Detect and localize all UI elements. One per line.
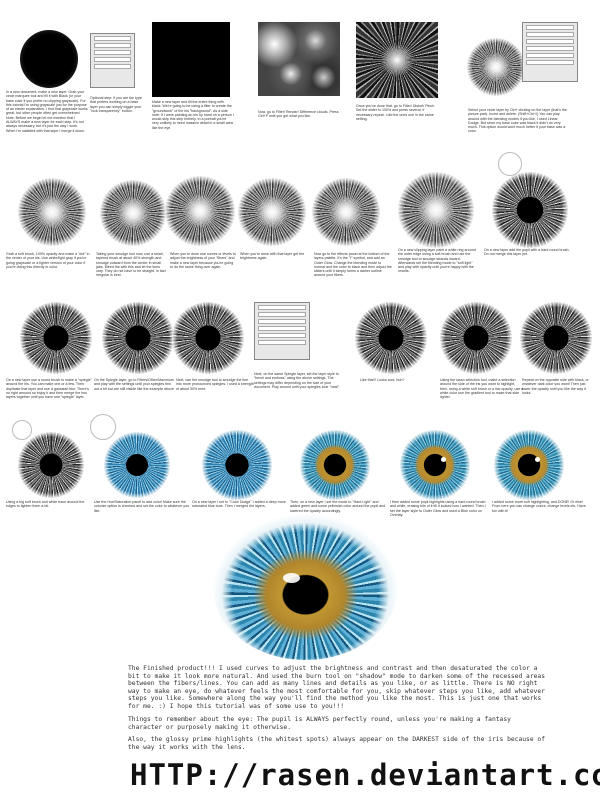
step-11-image <box>312 178 380 246</box>
step-18-image <box>355 302 427 374</box>
step-13-text: On a new layer add the pupil with a hard… <box>484 248 570 257</box>
step-24-image <box>300 430 370 500</box>
step-18-text: Like this!!! Looks cool, huh? <box>360 378 405 382</box>
step-12-image <box>398 172 474 248</box>
step-16-text: Next, use the smudge tool to smudge the … <box>176 378 254 391</box>
step-12-text: On a new clipping layer paint a white ri… <box>398 248 476 274</box>
step-7-image <box>18 178 86 246</box>
step-7-text: Grab a soft brush, 100% opacity and make… <box>6 252 90 269</box>
step-26-text: I added some more soft highlighting, and… <box>492 500 586 513</box>
step-5-text: Once you've done that, go to Filter/ Dis… <box>356 104 436 121</box>
step-20-text: Repeat on the opposite side with black, … <box>522 378 589 395</box>
step-15-text: On the Spiegle layer, go to Filters/Othe… <box>94 378 175 391</box>
final-eye-image <box>213 515 398 660</box>
step-2-layers-panel <box>90 33 135 88</box>
step-14-text: On a new layer use a round brush to make… <box>6 378 92 400</box>
step-20-image <box>520 302 592 374</box>
step-17-text: Next, on the same Spiegle layer, set the… <box>254 372 340 389</box>
step-23-image <box>202 430 272 500</box>
step-21-text: Using a big soft brush and white trace a… <box>6 500 85 509</box>
step-8-image <box>100 180 166 246</box>
step-9-text: When you're done use curves or levels to… <box>170 252 236 269</box>
step-25-image <box>400 430 470 500</box>
step-2-text: Optional step: If you are the type that … <box>90 96 142 113</box>
step-3-text: Make a new layer and fill the entire thi… <box>152 100 234 130</box>
step-16-image <box>172 302 244 374</box>
step-26-image <box>494 430 564 500</box>
artist-url[interactable]: HTTP://rasen.deviantart.com <box>130 758 600 792</box>
step-19-text: Using the lasso selection tool, make a s… <box>440 378 524 400</box>
step-25-text: I then added some pupil highlights using… <box>390 500 486 517</box>
step-4-image <box>258 22 340 96</box>
step-8-text: Taking your smudge tool now, use a small… <box>96 252 166 278</box>
final-paragraph-2: Things to remember about the eye: The pu… <box>128 716 511 731</box>
step-15-image <box>102 302 174 374</box>
step-4-text: Now, go to Filter/ Render/ Difference cl… <box>258 110 339 119</box>
step-23-text: On a new layer I set to "Color Dodge" I … <box>192 500 286 509</box>
step-10-image <box>238 178 306 246</box>
step-6-text: Select your circle layer by Ctrl+ clicki… <box>468 108 567 134</box>
step-9-image <box>165 176 235 246</box>
step-13-brush-outline <box>498 152 522 176</box>
step-21-brush-outline <box>12 420 32 440</box>
step-24-text: Then, on a new layer I set the mode to "… <box>290 500 386 513</box>
step-22-image <box>104 432 170 498</box>
step-6-layers-panel <box>522 22 578 82</box>
step-13-image <box>492 172 568 248</box>
step-14-image <box>20 302 92 374</box>
final-paragraph-1: The Finished product!!! I used curves to… <box>128 665 546 710</box>
step-3-image <box>152 22 230 97</box>
step-5-image <box>356 22 438 98</box>
step-22-text: Use the Hue/Saturation panel to add colo… <box>94 500 190 513</box>
final-paragraph-3: Also, the glossy prime highlights (the w… <box>128 736 546 751</box>
step-22-brush-outline <box>90 414 116 440</box>
step-6-image <box>467 38 525 96</box>
step-21-image <box>18 432 84 498</box>
step-19-image <box>440 302 512 374</box>
step-1-text: In a new document, make a new layer. Gra… <box>6 90 88 133</box>
step-1-image <box>20 30 78 88</box>
step-11-text: Now go to the effects panel at the botto… <box>314 252 392 278</box>
step-10-text: When you're done with that layer get the… <box>240 252 305 261</box>
step-17-layer-style-panel <box>254 302 310 360</box>
